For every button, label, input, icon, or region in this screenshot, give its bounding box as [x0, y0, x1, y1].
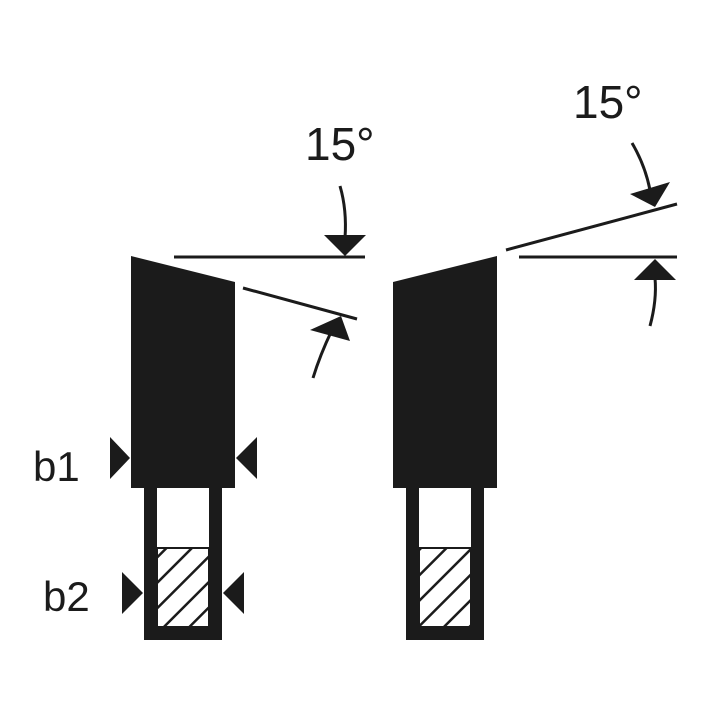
left-top-arrow-icon [324, 235, 366, 256]
b1-right-arrow-icon [236, 437, 257, 479]
b2-right-arrow-icon [223, 572, 244, 614]
right-top-arrow-stem [630, 142, 652, 191]
right-bottom-arrow-icon [634, 259, 676, 280]
left-angle-label: 15° [305, 118, 375, 170]
left-hatched-section [156, 547, 210, 628]
b2-label: b2 [43, 573, 90, 620]
b1-label: b1 [33, 443, 80, 490]
left-bottom-arrow-stem [311, 329, 334, 379]
right-tooth-body [406, 486, 484, 640]
right-hatched-section [418, 547, 472, 628]
left-bottom-arrow-icon [310, 316, 350, 341]
b1-left-arrow-icon [110, 437, 130, 479]
left-tooth-tip [131, 256, 235, 488]
left-top-arrow-stem [338, 185, 347, 239]
right-angle-line [505, 202, 678, 252]
left-angle-line [242, 286, 358, 321]
right-tooth-tip [393, 256, 497, 488]
right-top-arrow-icon [630, 182, 670, 207]
right-bottom-arrow-stem [648, 277, 657, 327]
left-tooth-body [144, 486, 222, 640]
b2-left-arrow-icon [122, 572, 143, 614]
right-angle-label: 15° [573, 76, 643, 128]
